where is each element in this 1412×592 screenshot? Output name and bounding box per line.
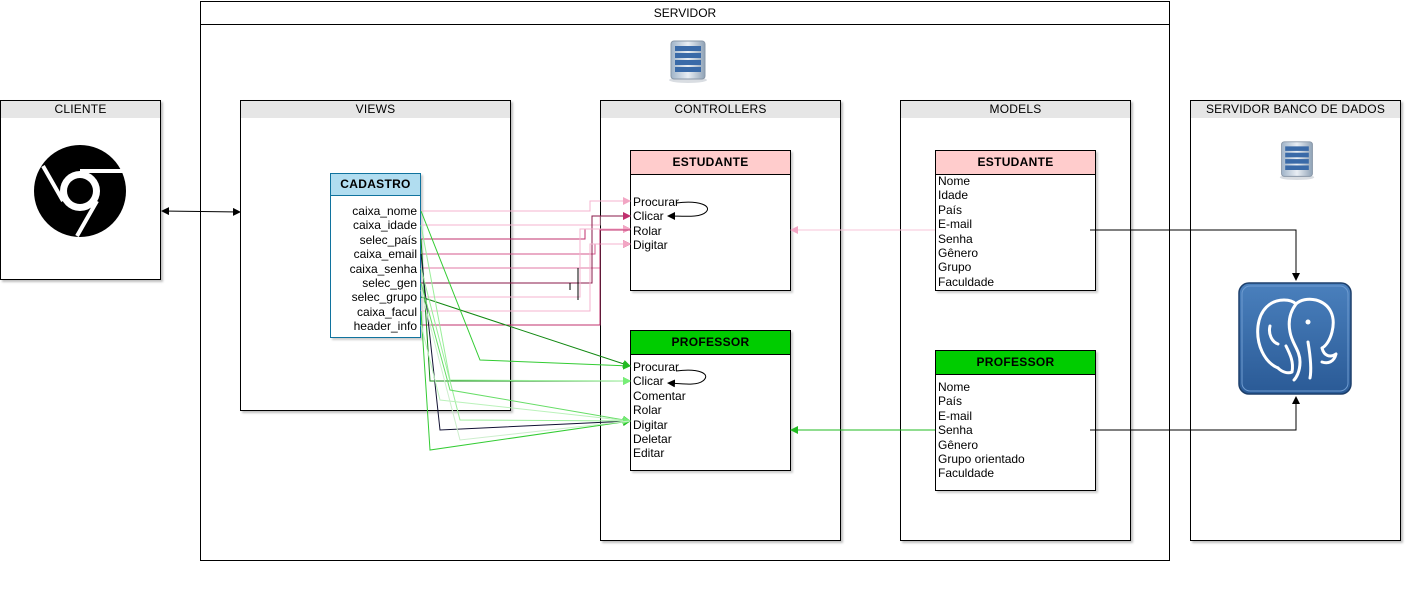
action-item[interactable]: Clicar xyxy=(633,209,664,224)
model-field[interactable]: Nome xyxy=(938,174,971,188)
action-item[interactable]: Editar xyxy=(633,446,665,461)
model-field[interactable]: Faculdade xyxy=(938,274,995,289)
action-item[interactable]: Procurar xyxy=(633,195,680,209)
cadastro-field[interactable]: caixa_facul xyxy=(356,304,417,319)
action-item[interactable]: Comentar xyxy=(633,388,686,403)
cliente-views-connector xyxy=(161,207,241,216)
model-field[interactable]: Senha xyxy=(938,423,973,438)
cadastro-field[interactable]: caixa_email xyxy=(353,247,417,262)
cliente-title: CLIENTE xyxy=(1,101,160,118)
model-professor-entity: PROFESSOR Nome País E-mail Senha Gênero … xyxy=(935,350,1096,491)
cadastro-field[interactable]: caixa_senha xyxy=(349,261,417,276)
action-item[interactable]: Clicar xyxy=(633,374,664,389)
model-estudante-entity: ESTUDANTE Nome Idade País E-mail Senha G… xyxy=(935,150,1096,291)
model-field[interactable]: Gênero xyxy=(938,246,979,261)
cadastro-professor-connectors xyxy=(420,210,631,451)
model-field[interactable]: Idade xyxy=(938,188,969,203)
model-professor-to-db xyxy=(1090,396,1300,431)
model-field[interactable]: Grupo orientado xyxy=(938,452,1025,467)
server-rack-icon xyxy=(669,40,707,83)
cadastro-field[interactable]: selec_gen xyxy=(362,276,417,291)
cadastro-field[interactable]: caixa_nome xyxy=(352,204,417,218)
model-professor-title: PROFESSOR xyxy=(936,351,1095,375)
cadastro-title: CADASTRO xyxy=(331,174,420,196)
model-field[interactable]: País xyxy=(938,202,963,217)
banco-title: SERVIDOR BANCO DE DADOS xyxy=(1191,101,1400,118)
model-field[interactable]: Faculdade xyxy=(938,466,995,481)
action-item[interactable]: Procurar xyxy=(633,360,680,374)
action-item[interactable]: Digitar xyxy=(633,417,668,432)
cadastro-field[interactable]: selec_país xyxy=(359,232,417,247)
controller-estudante-entity: ESTUDANTE Procurar Clicar Rolar Digitar xyxy=(630,150,791,291)
cadastro-field[interactable]: header_info xyxy=(353,319,417,334)
cadastro-field[interactable]: selec_grupo xyxy=(351,290,417,305)
models-title: MODELS xyxy=(901,101,1130,118)
cadastro-field-list: caixa_nome caixa_idade selec_país caixa_… xyxy=(334,204,417,334)
model-professor-fields: Nome País E-mail Senha Gênero Grupo orie… xyxy=(938,380,1093,481)
views-title: VIEWS xyxy=(241,101,510,118)
controllers-title: CONTROLLERS xyxy=(601,101,840,118)
model-field[interactable]: Gênero xyxy=(938,437,979,452)
model-field[interactable]: E-mail xyxy=(938,217,973,232)
model-estudante-to-db xyxy=(1090,229,1300,281)
professor-clicar-loop xyxy=(667,369,707,388)
model-estudante-fields: Nome Idade País E-mail Senha Gênero Grup… xyxy=(938,174,1093,289)
model-field[interactable]: Nome xyxy=(938,380,971,394)
servidor-title: SERVIDOR xyxy=(201,2,1169,25)
controller-estudante-title: ESTUDANTE xyxy=(631,151,790,175)
cadastro-entity: CADASTRO caixa_nome caixa_idade selec_pa… xyxy=(330,173,421,338)
model-field[interactable]: E-mail xyxy=(938,408,973,423)
cadastro-estudante-connectors xyxy=(421,197,631,326)
model-estudante-title: ESTUDANTE xyxy=(936,151,1095,175)
controller-professor-entity: PROFESSOR Procurar Clicar Comentar Rolar… xyxy=(630,330,791,471)
controller-professor-title: PROFESSOR xyxy=(631,331,790,355)
postgresql-elephant-icon xyxy=(1238,282,1352,395)
action-item[interactable]: Rolar xyxy=(633,403,662,418)
controller-estudante-actions: Procurar Clicar Rolar Digitar xyxy=(633,195,788,253)
model-field[interactable]: Grupo xyxy=(938,260,972,275)
cadastro-field[interactable]: caixa_idade xyxy=(352,218,417,233)
action-item[interactable]: Digitar xyxy=(633,238,668,253)
controller-professor-actions: Procurar Clicar Comentar Rolar Digitar D… xyxy=(633,360,788,461)
server-rack-icon xyxy=(1279,141,1315,180)
model-field[interactable]: Senha xyxy=(938,231,973,246)
chrome-icon xyxy=(34,145,126,237)
action-item[interactable]: Deletar xyxy=(633,432,672,447)
action-item[interactable]: Rolar xyxy=(633,223,662,238)
model-field[interactable]: País xyxy=(938,394,963,409)
estudante-clicar-loop xyxy=(667,201,708,221)
